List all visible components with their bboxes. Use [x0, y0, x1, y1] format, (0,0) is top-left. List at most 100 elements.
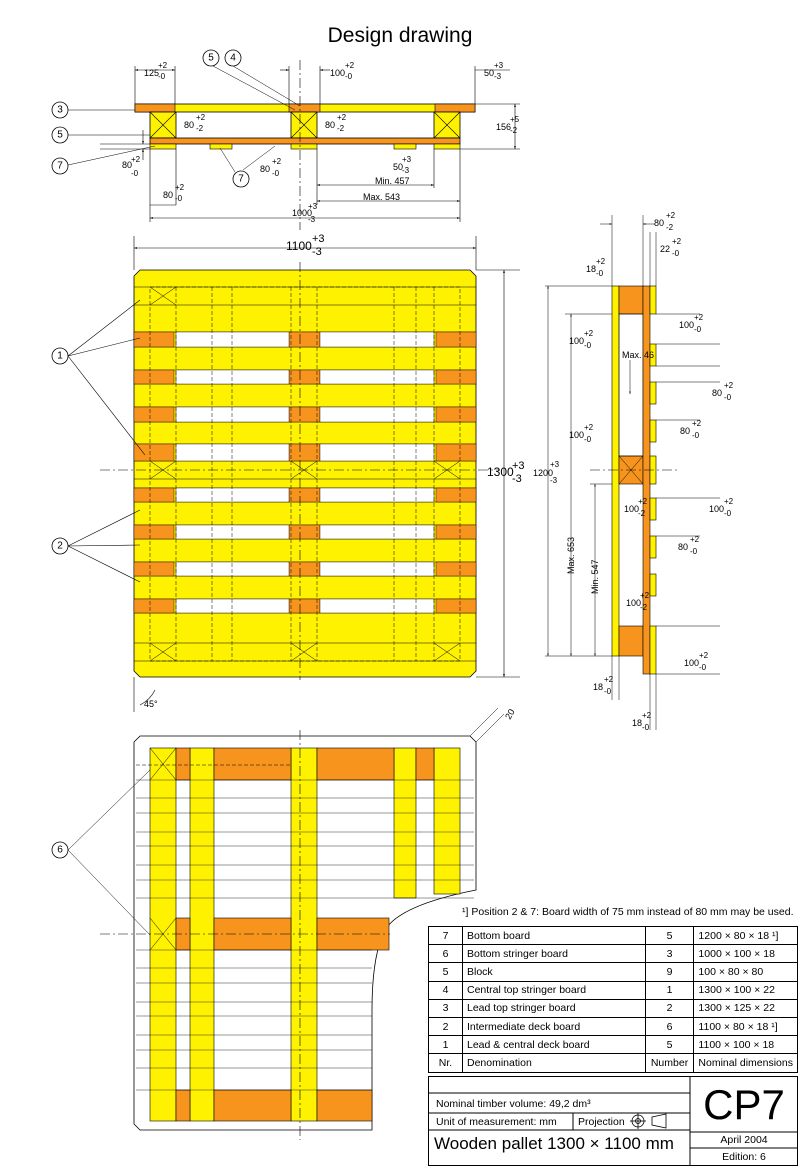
dim-18-bottom-2: 18: [632, 718, 642, 728]
svg-text:+2: +2: [584, 329, 594, 338]
drawing-code: CP7: [703, 1081, 785, 1128]
stringer-segment: [288, 561, 321, 577]
svg-text:-0: -0: [596, 269, 604, 278]
svg-text:-3: -3: [550, 476, 558, 485]
svg-text:+5: +5: [510, 115, 520, 124]
svg-text:-0: -0: [724, 509, 732, 518]
drawing-title: Wooden pallet 1300 × 1100 mm: [434, 1134, 674, 1153]
dim-min-547: Min. 547: [590, 559, 600, 594]
dim-80-mid: 80: [260, 164, 270, 174]
header-denomination: Denomination: [462, 1053, 646, 1073]
stringer-segment: [435, 561, 477, 577]
callout-2: [51, 537, 69, 555]
svg-text:-3: -3: [312, 246, 322, 258]
svg-text:-0: -0: [584, 435, 592, 444]
callout-label: 6: [57, 845, 63, 856]
svg-text:-0: -0: [345, 72, 353, 81]
dim-100-s6: 100: [626, 598, 641, 608]
part-nr: 7: [428, 925, 463, 946]
svg-text:-2: -2: [510, 126, 518, 135]
svg-text:+2: +2: [272, 157, 282, 166]
svg-text:+2: +2: [694, 313, 704, 322]
cross-section-view: [590, 285, 680, 675]
callout-label: 5: [208, 53, 214, 64]
svg-text:-0: -0: [699, 663, 707, 672]
svg-text:+3: +3: [550, 460, 560, 469]
svg-text:-0: -0: [175, 194, 183, 203]
stringer-segment: [133, 487, 175, 503]
deck-gap: [319, 598, 435, 614]
callout-7-bottom: [232, 170, 250, 188]
svg-text:-0: -0: [672, 249, 680, 258]
stringer-segment: [133, 369, 175, 385]
part-denomination: Lead & central deck board: [462, 1035, 646, 1055]
top-stringer-center: [288, 103, 321, 113]
dim-1000: 1000: [292, 208, 312, 218]
svg-text:+2: +2: [724, 497, 734, 506]
callout-label: 3: [57, 105, 63, 116]
svg-text:+2: +2: [638, 497, 648, 506]
svg-text:+2: +2: [604, 675, 614, 684]
part-number: 1: [644, 980, 695, 1000]
stringer-segment: [435, 443, 477, 462]
part-dimensions: 1300 × 125 × 22: [693, 998, 798, 1018]
stringer-segment: [435, 598, 477, 614]
svg-text:+2: +2: [345, 61, 355, 70]
dim-50-top: 50: [484, 68, 494, 78]
part-dimensions: 1200 × 80 × 18 ¹]: [693, 925, 798, 946]
svg-text:+2: +2: [596, 257, 606, 266]
svg-text:-0: -0: [694, 325, 702, 334]
part-denomination: Central top stringer board: [462, 980, 646, 1000]
dim-80-block-left: 80: [184, 120, 194, 130]
callout-5-top: [202, 49, 220, 67]
timber-volume: Nominal timber volume: 49,2 dm³: [436, 1098, 591, 1110]
svg-text:-2: -2: [638, 509, 646, 518]
callout-6: [51, 841, 69, 859]
stringer-segment: [288, 331, 321, 348]
top-stringer-right: [434, 103, 476, 113]
unit-of-measurement: Unit of measurement: mm: [436, 1116, 557, 1128]
stringer-segment: [133, 561, 175, 577]
svg-text:+2: +2: [337, 113, 347, 122]
callout-label: 7: [238, 174, 244, 185]
svg-text:+3: +3: [308, 202, 318, 211]
part-denomination: Intermediate deck board: [462, 1016, 646, 1037]
stringer-segment: [435, 487, 477, 503]
callout-1: [51, 347, 69, 365]
deck-gap: [175, 331, 290, 348]
dim-156: 156: [496, 122, 511, 132]
title-block: Nominal timber volume: 49,2 dm³ Unit of …: [428, 1076, 798, 1166]
part-dimensions: 1300 × 100 × 22: [693, 980, 798, 1000]
stringer-segment: [288, 406, 321, 423]
deck-gap: [175, 524, 290, 540]
stringer-segment: [288, 598, 321, 614]
part-nr: 1: [428, 1035, 463, 1055]
dim-80-s1: 80: [712, 388, 722, 398]
svg-text:+2: +2: [666, 211, 676, 220]
part-nr: 2: [428, 1016, 463, 1037]
dim-80-s3: 80: [678, 542, 688, 552]
bottom-view: [67, 707, 505, 1140]
page-title: Design drawing: [327, 24, 473, 47]
part-nr: 3: [428, 998, 463, 1018]
svg-text:+2: +2: [158, 61, 168, 70]
deck-gap: [175, 443, 290, 462]
stringer-segment: [133, 406, 175, 423]
stringer-segment: [288, 487, 321, 503]
svg-text:-0: -0: [272, 169, 280, 178]
svg-text:-0: -0: [131, 169, 139, 178]
deck-gap: [319, 406, 435, 423]
svg-text:+2: +2: [724, 381, 734, 390]
dim-80-bottom: 80: [163, 190, 173, 200]
dim-100-s2: 100: [679, 320, 694, 330]
projection-label: Projection: [578, 1116, 625, 1128]
dim-100-s7: 100: [684, 658, 699, 668]
callout-label: 2: [57, 541, 63, 552]
svg-text:+2: +2: [690, 535, 700, 544]
deck-gap: [175, 561, 290, 577]
svg-text:-0: -0: [642, 723, 650, 732]
dim-22: 22: [660, 244, 670, 254]
bottom-stringer-board: [149, 137, 461, 145]
